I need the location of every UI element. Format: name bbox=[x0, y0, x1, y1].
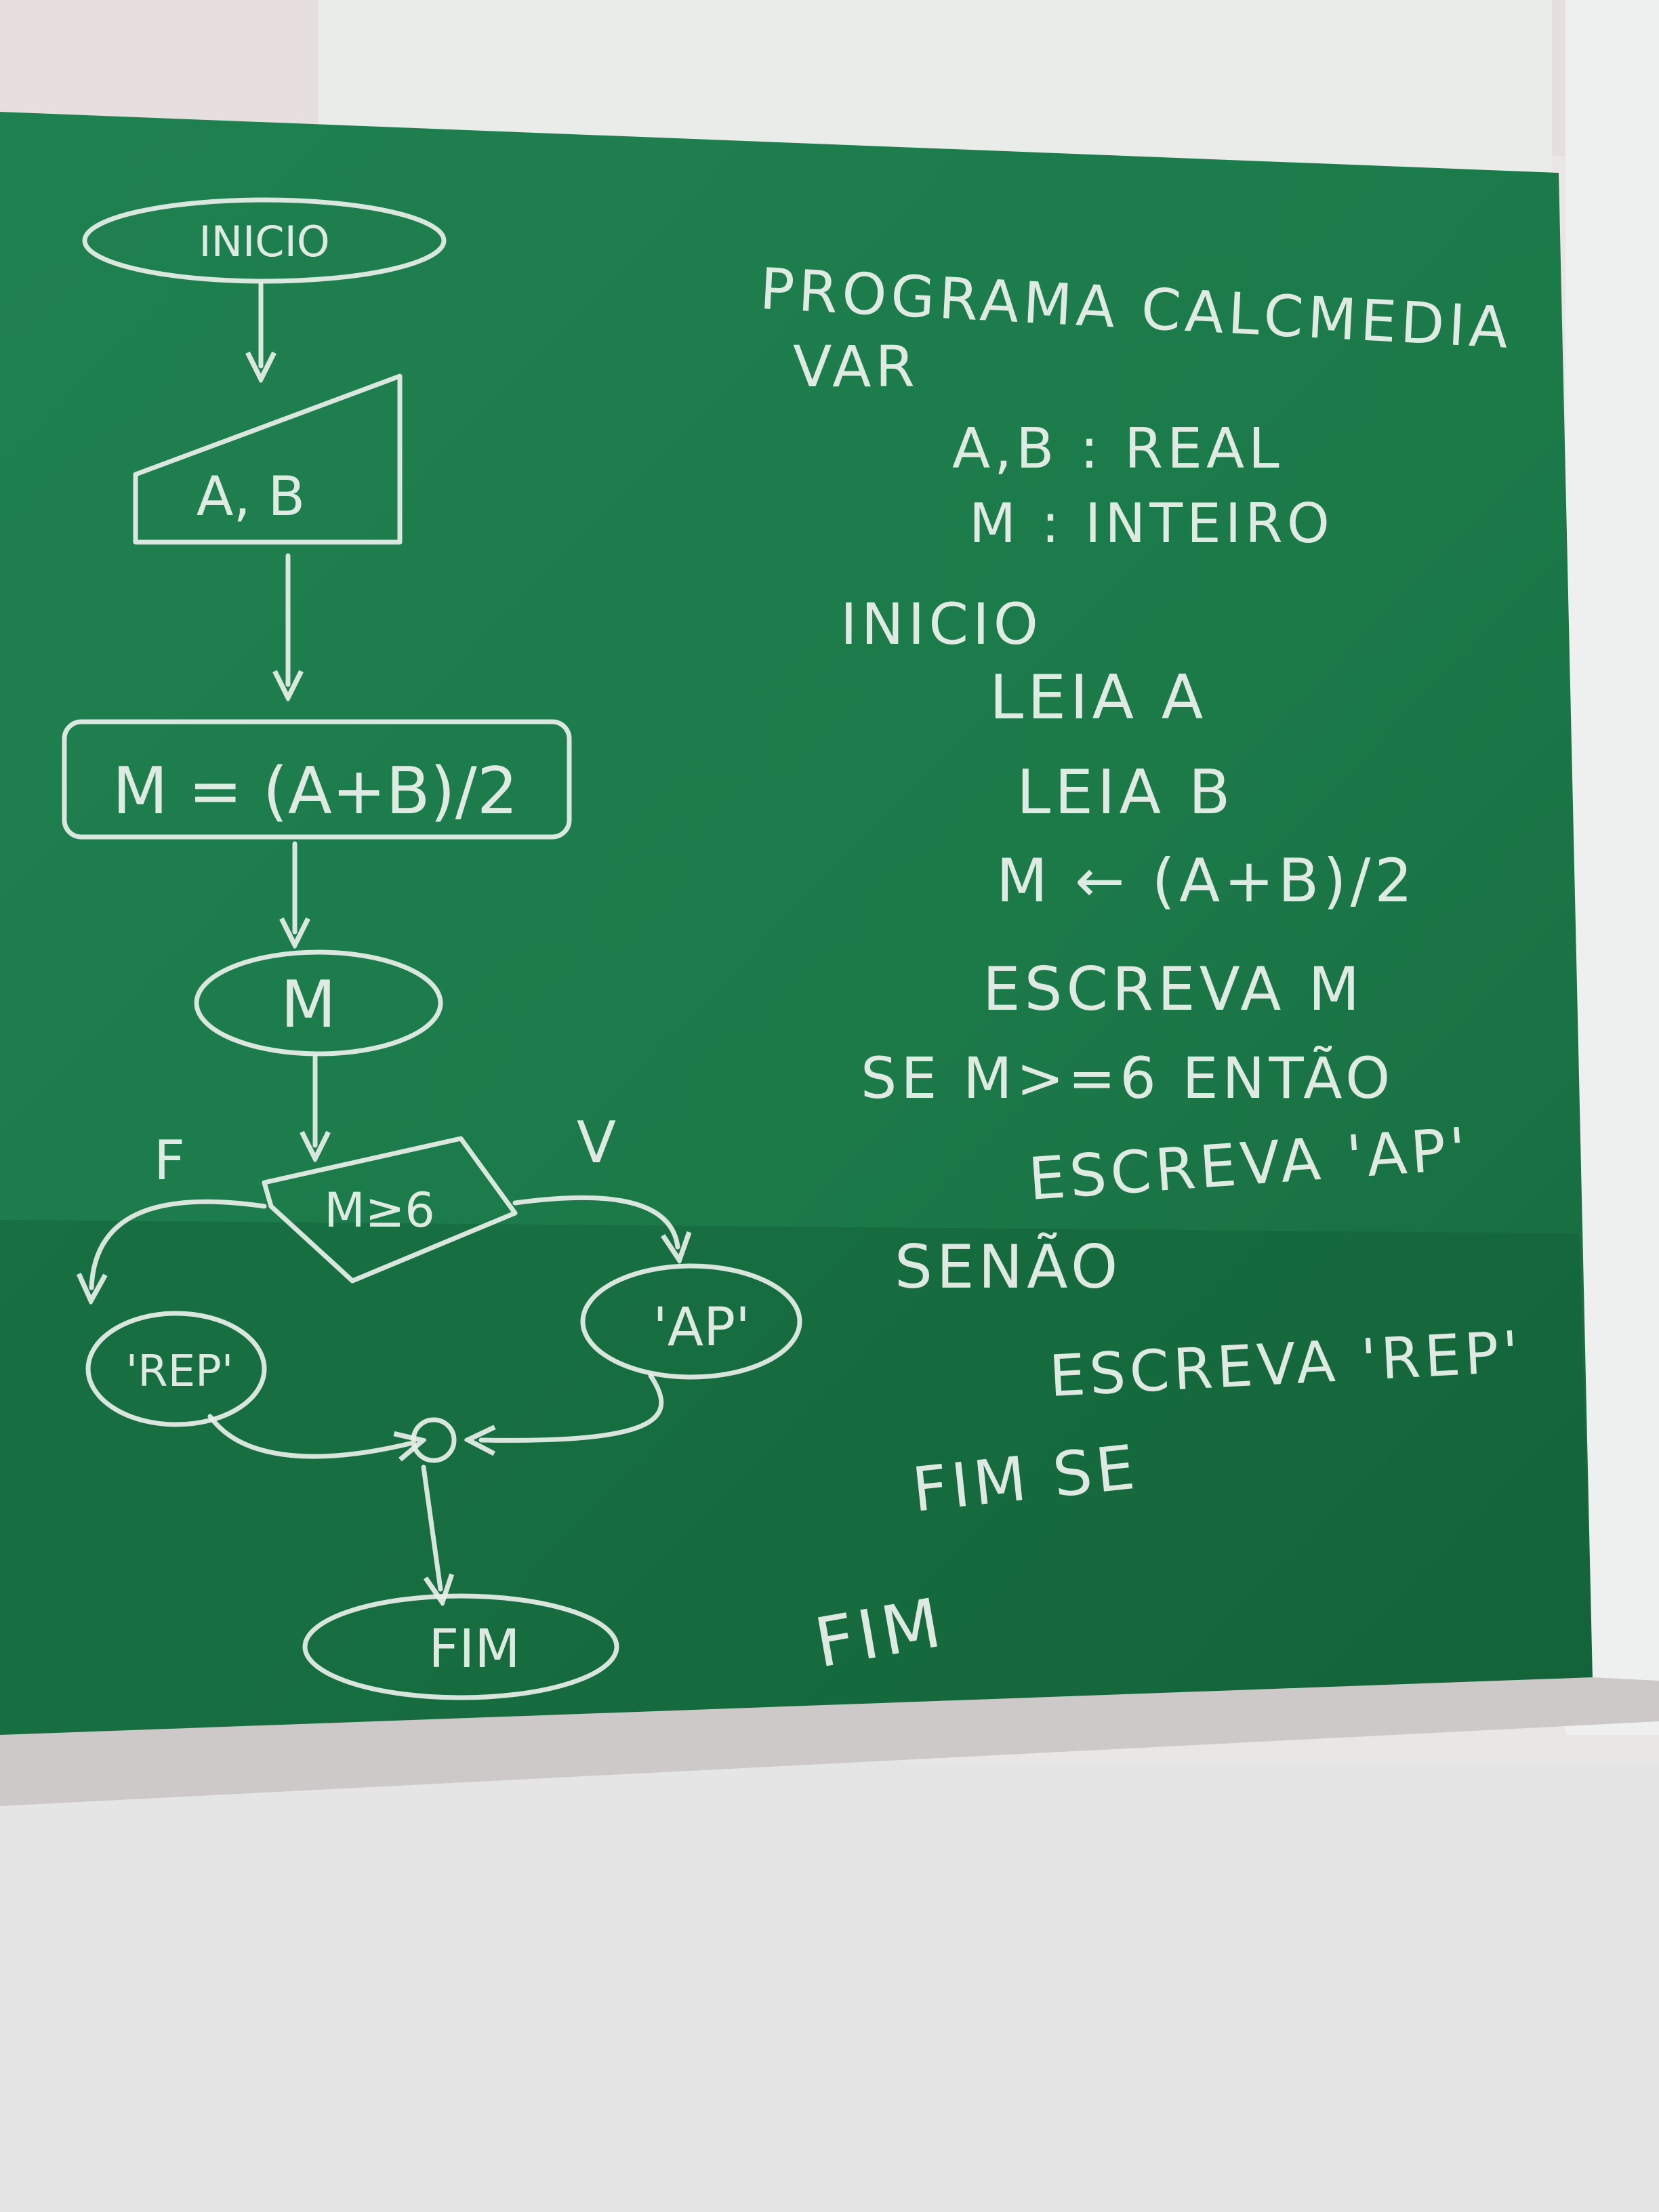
rep-merge-arrow bbox=[207, 1414, 410, 1456]
end-terminal bbox=[302, 1593, 619, 1700]
output-ap-shape bbox=[580, 1263, 802, 1380]
pseudocode-line-4: M : INTEIRO bbox=[969, 492, 1334, 555]
branch-true-label: V bbox=[577, 1109, 616, 1176]
pseudocode-line-10: SE M>=6 ENTÃO bbox=[861, 1045, 1394, 1111]
flow-arrow-end bbox=[421, 1465, 441, 1589]
pseudocode-line-6: LEIA A bbox=[989, 662, 1207, 733]
output-rep-shape bbox=[85, 1311, 267, 1427]
output-rep-label: 'REP' bbox=[126, 1347, 234, 1397]
output-ap-label: 'AP' bbox=[653, 1297, 750, 1358]
lower-wall bbox=[0, 1762, 1659, 2212]
pseudocode-line-12: SENÃO bbox=[895, 1232, 1122, 1302]
board-glare bbox=[0, 1220, 1593, 1738]
pseudocode-line-3: A,B : REAL bbox=[952, 417, 1284, 481]
output-m-label: M bbox=[281, 968, 336, 1042]
pseudocode-line-8: M ← (A+B)/2 bbox=[996, 846, 1416, 916]
process-box bbox=[62, 719, 572, 840]
pseudocode-line-2: VAR bbox=[793, 333, 919, 400]
end-label: FIM bbox=[428, 1619, 520, 1680]
flowchart: INICIO A, B M = (A+B)/2 M M≥6 F V 'AP' '… bbox=[62, 197, 802, 1700]
start-terminal bbox=[82, 197, 447, 284]
false-branch-arrow bbox=[91, 1199, 267, 1288]
pseudocode-line-5: INICIO bbox=[840, 591, 1042, 657]
pseudocode: PROGRAMA CALCMEDIA VAR A,B : REAL M : IN… bbox=[758, 255, 1524, 1683]
decision-diamond bbox=[262, 1136, 518, 1284]
ap-merge-arrow bbox=[481, 1373, 664, 1440]
decision-label: M≥6 bbox=[324, 1183, 435, 1238]
pseudocode-line-7: LEIA B bbox=[1017, 757, 1234, 828]
input-label: A, B bbox=[197, 465, 305, 528]
board-frame-bottom bbox=[0, 1677, 1659, 1806]
input-shape bbox=[133, 373, 403, 545]
pseudocode-line-9: ESCREVA M bbox=[983, 954, 1364, 1024]
process-label: M = (A+B)/2 bbox=[112, 754, 518, 829]
branch-false-label: F bbox=[154, 1129, 185, 1192]
output-m-shape bbox=[194, 949, 443, 1057]
true-branch-arrow bbox=[512, 1195, 678, 1247]
start-label: INICIO bbox=[199, 217, 329, 266]
